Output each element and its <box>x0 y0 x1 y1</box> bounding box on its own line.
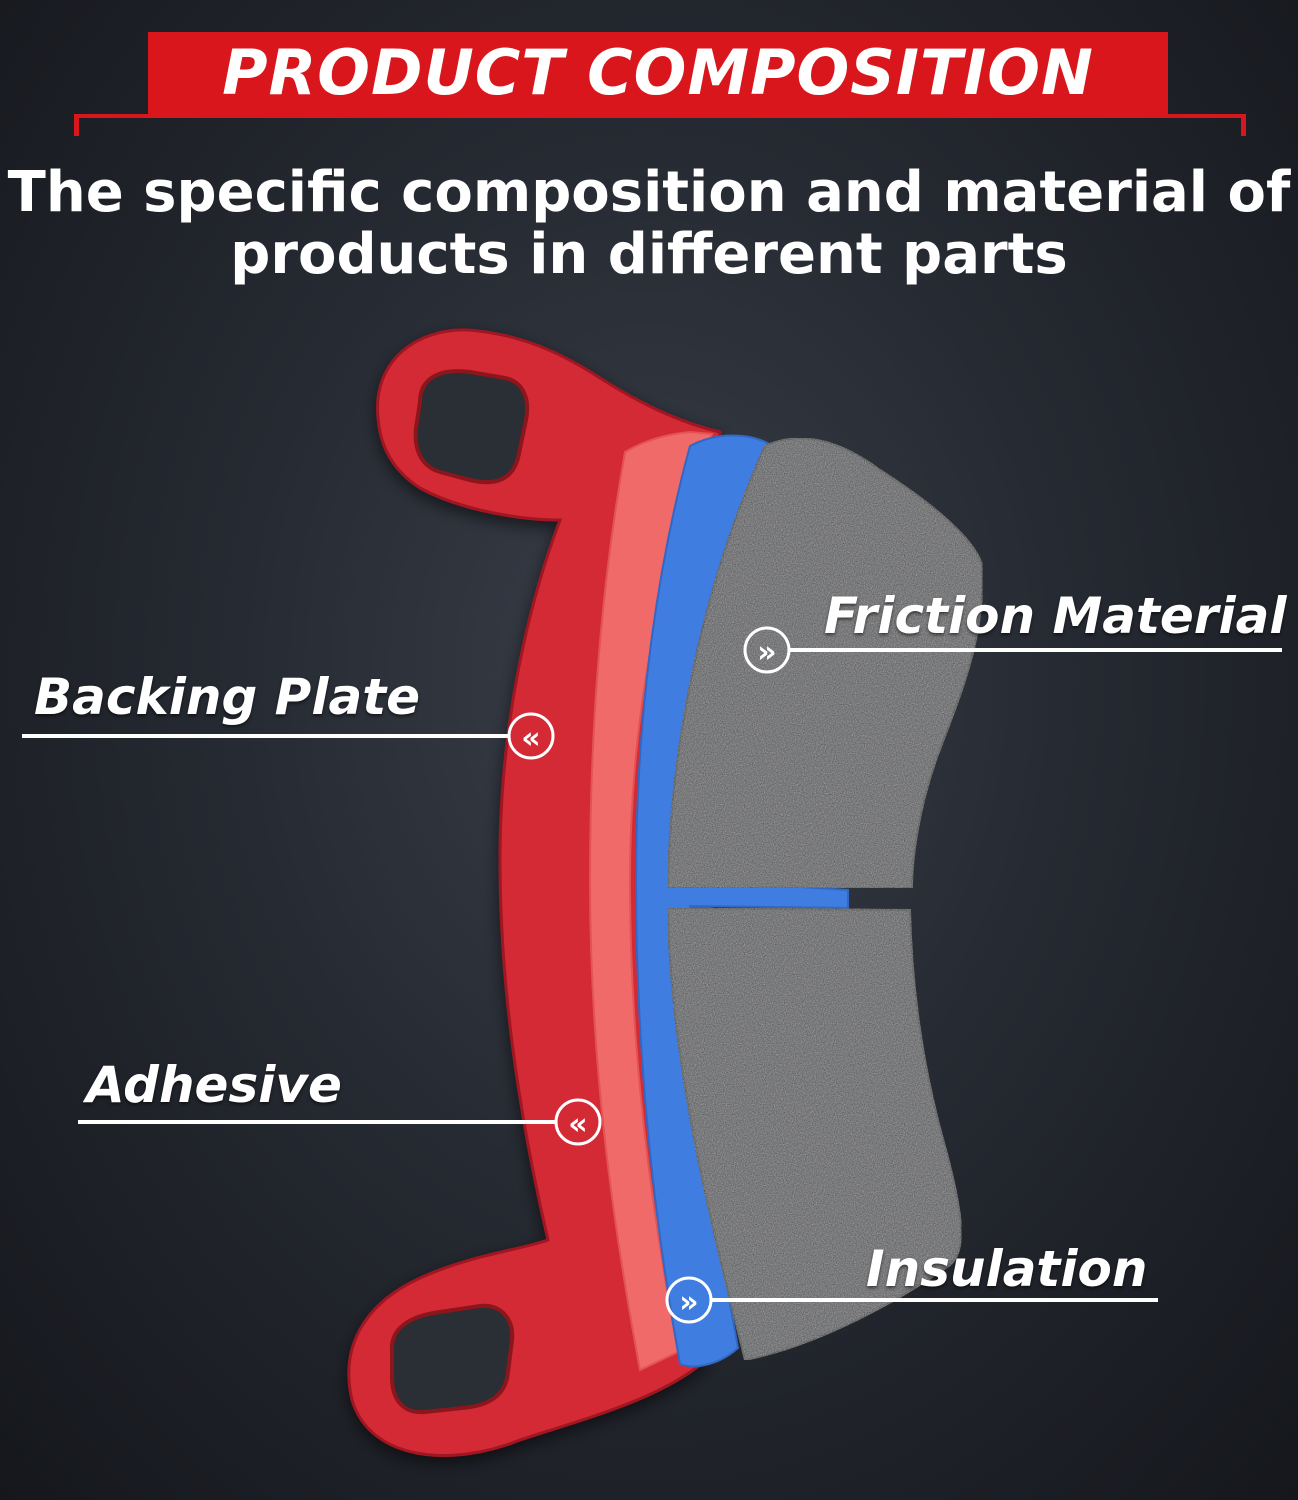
label-backing-plate: Backing Plate <box>34 668 421 726</box>
callout-insulation: » <box>665 1276 1158 1324</box>
marker-circle-friction <box>743 626 791 674</box>
subtitle-line-1: The specific composition and material of <box>7 160 1291 225</box>
callout-friction: » <box>743 626 1282 674</box>
chevron-right-icon: » <box>679 1285 698 1320</box>
chevron-left-icon: « <box>521 721 540 756</box>
callout-adhesive: « <box>78 1098 602 1146</box>
marker-circle-adhesive <box>554 1098 602 1146</box>
subtitle: The specific composition and material of… <box>0 162 1298 286</box>
subtitle-line-2: products in different parts <box>230 222 1068 287</box>
banner-title: PRODUCT COMPOSITION <box>222 36 1094 109</box>
title-bracket <box>74 114 1246 136</box>
marker-circle-insulation <box>665 1276 713 1324</box>
label-insulation: Insulation <box>866 1240 1148 1298</box>
title-banner: PRODUCT COMPOSITION <box>148 32 1168 114</box>
label-friction-material: Friction Material <box>824 587 1287 645</box>
marker-circle-backing <box>507 712 555 760</box>
chevron-right-icon: » <box>757 635 776 670</box>
chevron-left-icon: « <box>568 1107 587 1142</box>
label-adhesive: Adhesive <box>86 1056 342 1114</box>
callout-backing: « <box>22 712 555 760</box>
friction-block-lower <box>666 906 963 1362</box>
friction-block-upper <box>666 437 984 889</box>
